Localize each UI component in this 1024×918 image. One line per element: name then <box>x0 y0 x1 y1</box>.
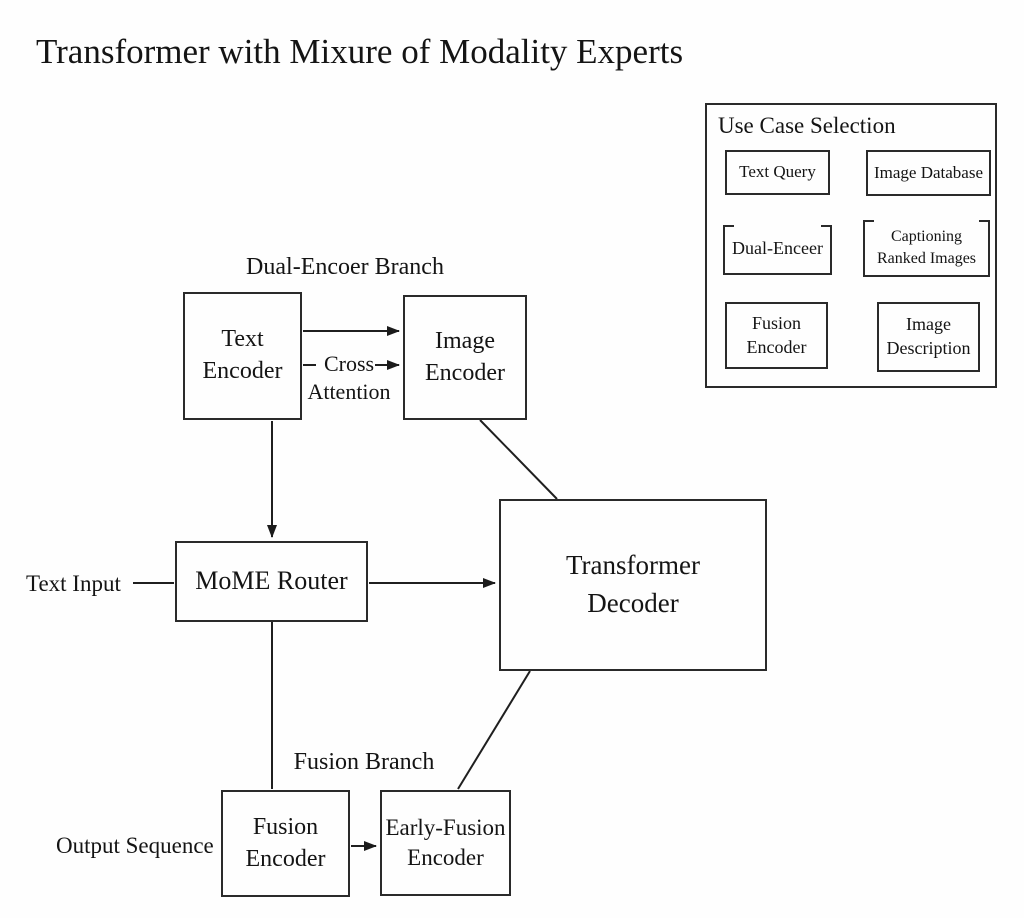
uc-node-dual-enceer: Dual-Enceer <box>723 225 832 275</box>
node-fusion-encoder: Fusion Encoder <box>221 790 350 897</box>
node-transformer-decoder: Transformer Decoder <box>499 499 767 671</box>
page-title: Transformer with Mixure of Modality Expe… <box>36 32 684 71</box>
uc-node-fusion-encoder: Fusion Encoder <box>725 302 828 369</box>
uc-node-image-database: Image Database <box>866 150 991 196</box>
dual-encoder-branch-label: Dual-Encoer Branch <box>246 254 444 280</box>
text-input-label: Text Input <box>26 571 121 596</box>
decoder-to-early-fusion-connector <box>457 670 531 790</box>
uc-node-captioning-ranked-images: Captioning Ranked Images <box>863 220 990 277</box>
node-early-fusion-encoder: Early-Fusion Encoder <box>380 790 511 896</box>
node-mome-router: MoME Router <box>175 541 368 622</box>
use-case-panel-title: Use Case Selection <box>718 113 896 138</box>
cross-attention-label: Cross Attention <box>307 351 391 405</box>
node-text-encoder: Text Encoder <box>183 292 302 420</box>
uc-node-image-description: Image Description <box>877 302 980 372</box>
uc-node-text-query: Text Query <box>725 150 830 195</box>
image-encoder-to-decoder-connector <box>479 419 558 500</box>
fusion-branch-label: Fusion Branch <box>293 749 435 775</box>
output-sequence-label: Output Sequence <box>56 833 214 858</box>
node-image-encoder: Image Encoder <box>403 295 527 420</box>
